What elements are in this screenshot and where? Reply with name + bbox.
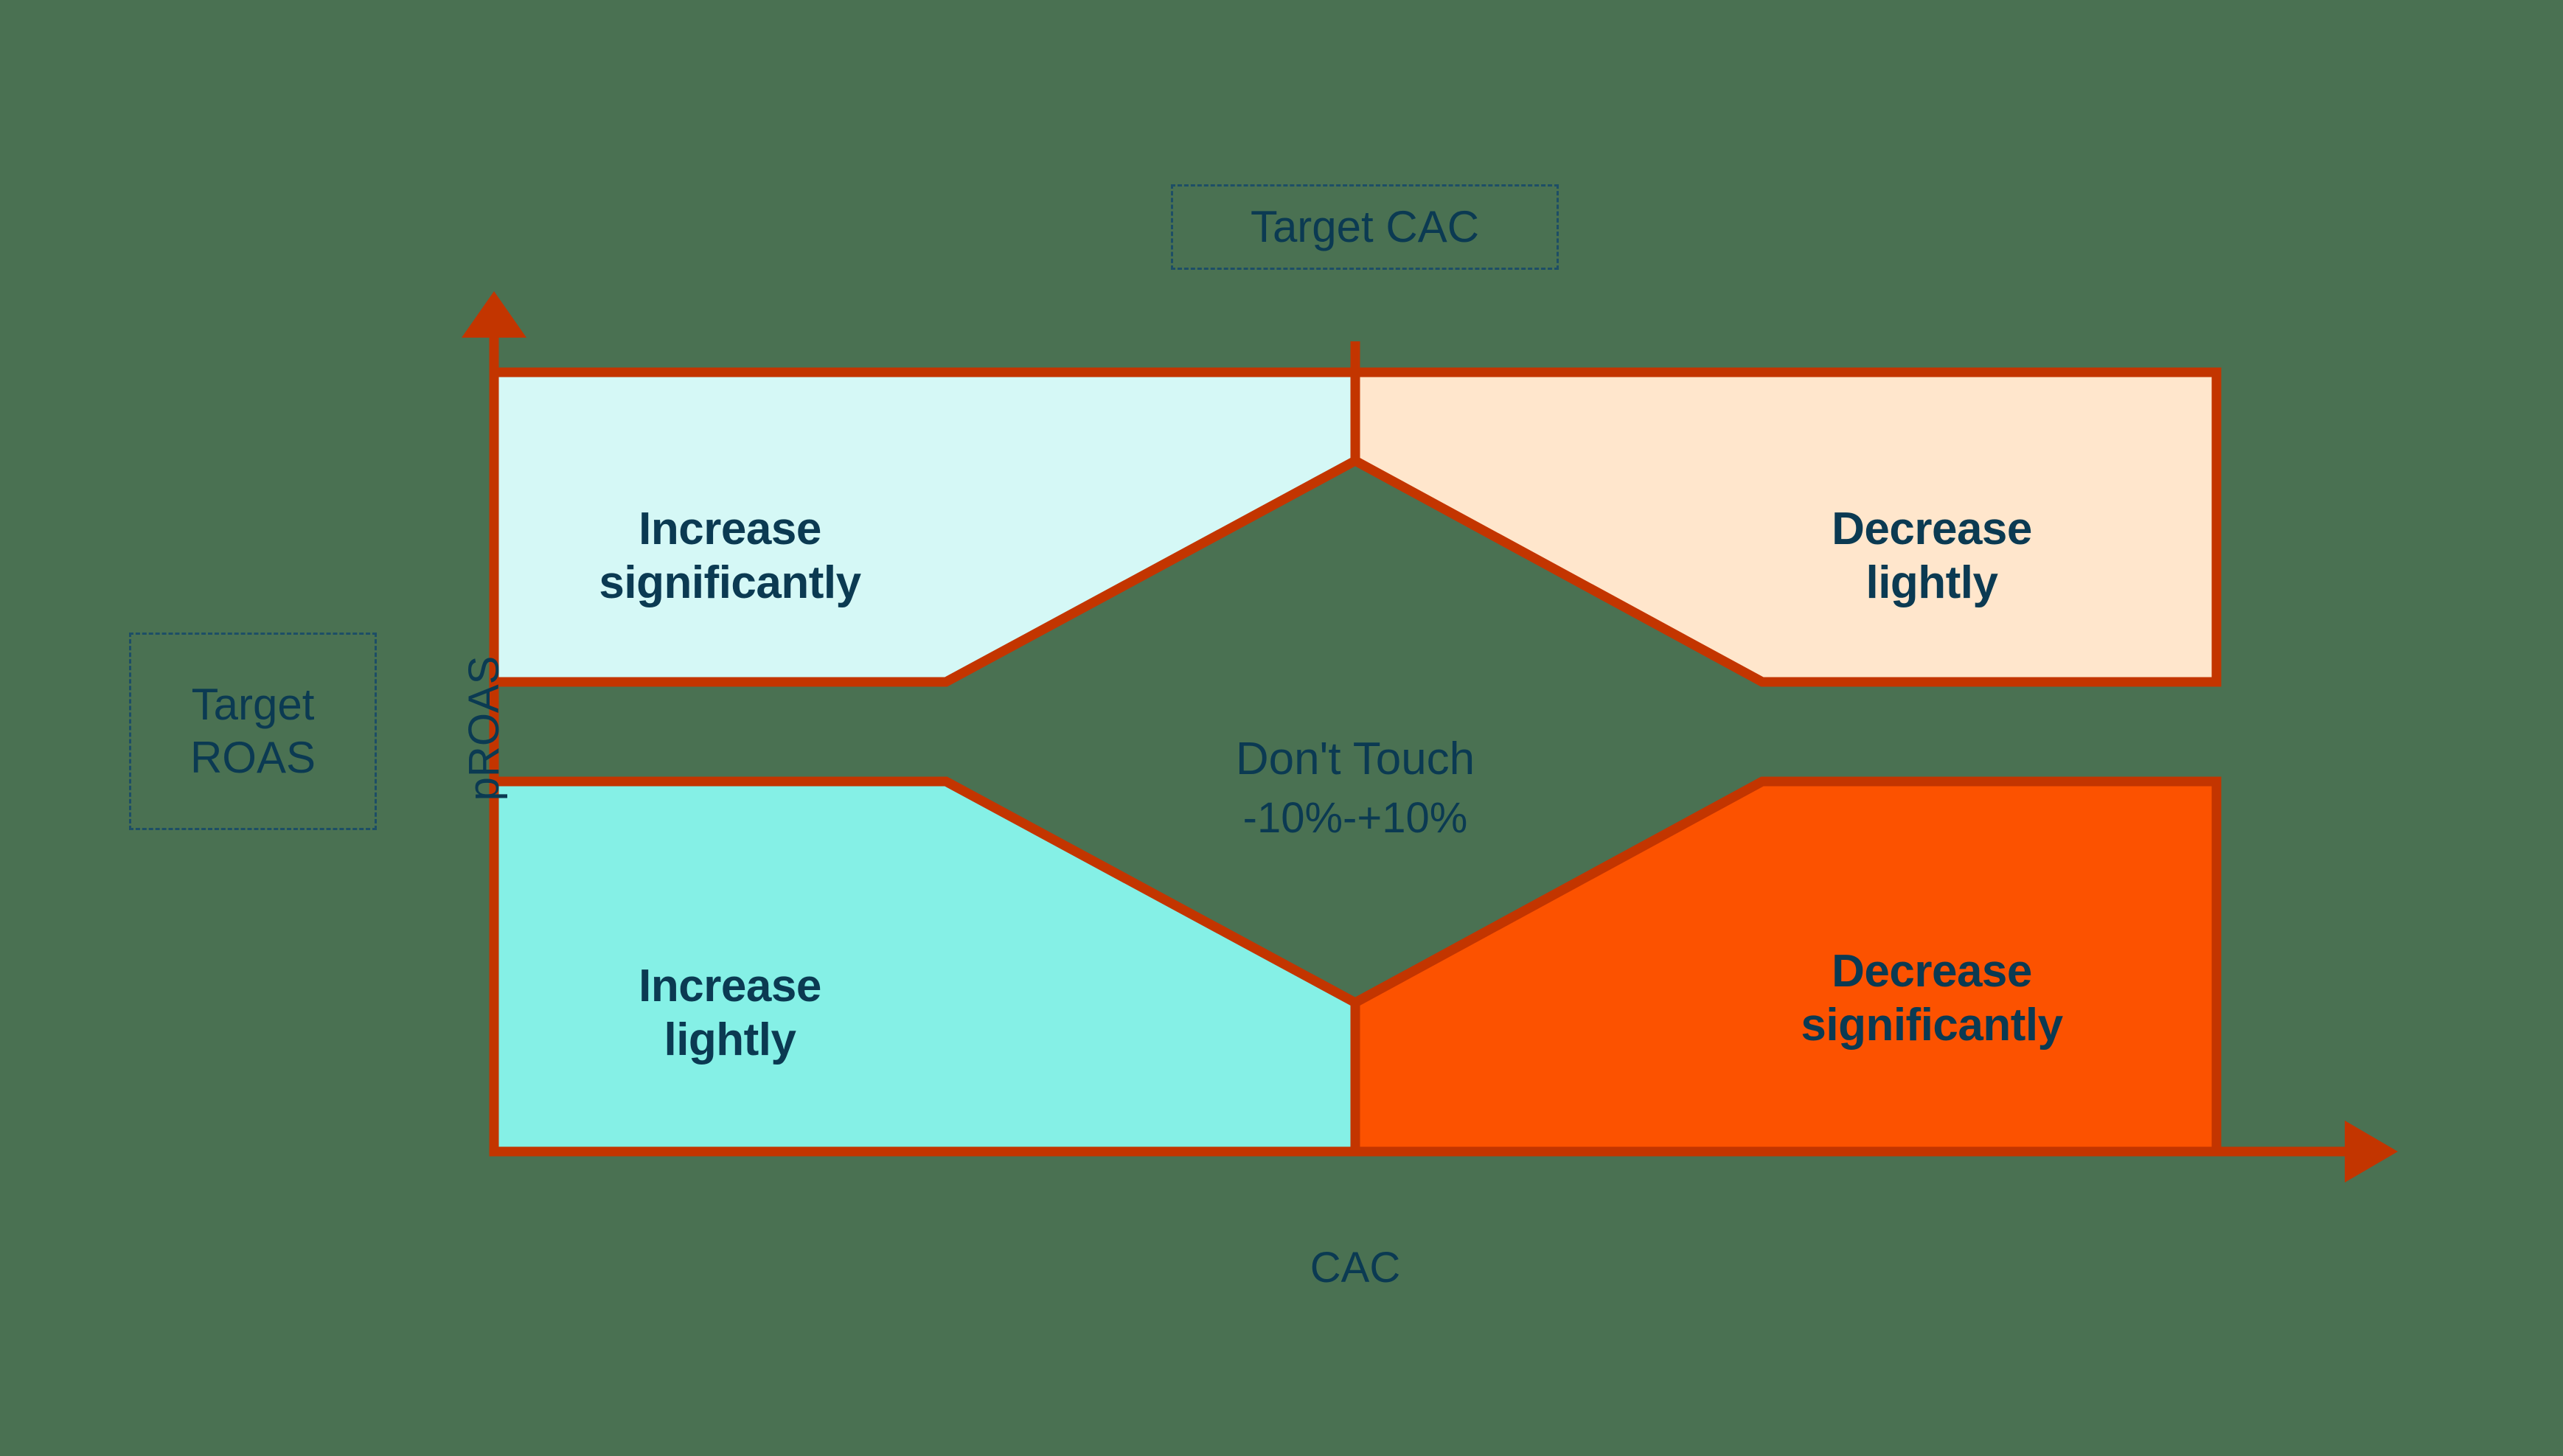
label-increase-lightly: Increase lightly <box>524 905 936 1067</box>
target-roas-label: Target ROAS <box>189 680 316 782</box>
y-axis-title-text: pROAS <box>460 655 509 801</box>
target-roas-callout: Target ROAS <box>129 633 377 830</box>
target-cac-callout: Target CAC <box>1171 184 1559 270</box>
dont-touch-title-text: Don't Touch <box>1235 734 1475 785</box>
label-decrease-lightly-text: Decrease lightly <box>1832 504 2032 609</box>
label-increase-significantly-text: Increase significantly <box>599 504 861 609</box>
label-increase-significantly: Increase significantly <box>524 448 936 610</box>
x-axis-arrowhead <box>2345 1121 2398 1182</box>
region-decrease-lightly <box>1350 367 2222 687</box>
region-decrease-significantly <box>1350 776 2222 1157</box>
target-cac-label: Target CAC <box>1250 202 1480 251</box>
x-axis-title-text: CAC <box>1310 1244 1401 1292</box>
label-decrease-significantly-text: Decrease significantly <box>1801 946 2063 1051</box>
label-decrease-significantly: Decrease significantly <box>1725 891 2138 1052</box>
dont-touch-range-text: -10%-+10% <box>1242 794 1468 843</box>
dont-touch-title: Don't Touch <box>1134 678 1576 786</box>
y-axis-arrowhead <box>462 291 526 338</box>
dont-touch-range: -10%-+10% <box>1134 743 1576 844</box>
x-axis-title: CAC <box>1208 1193 1503 1294</box>
y-axis-title: pROAS <box>409 610 508 846</box>
label-decrease-lightly: Decrease lightly <box>1725 448 2138 610</box>
label-increase-lightly-text: Increase lightly <box>639 961 821 1066</box>
